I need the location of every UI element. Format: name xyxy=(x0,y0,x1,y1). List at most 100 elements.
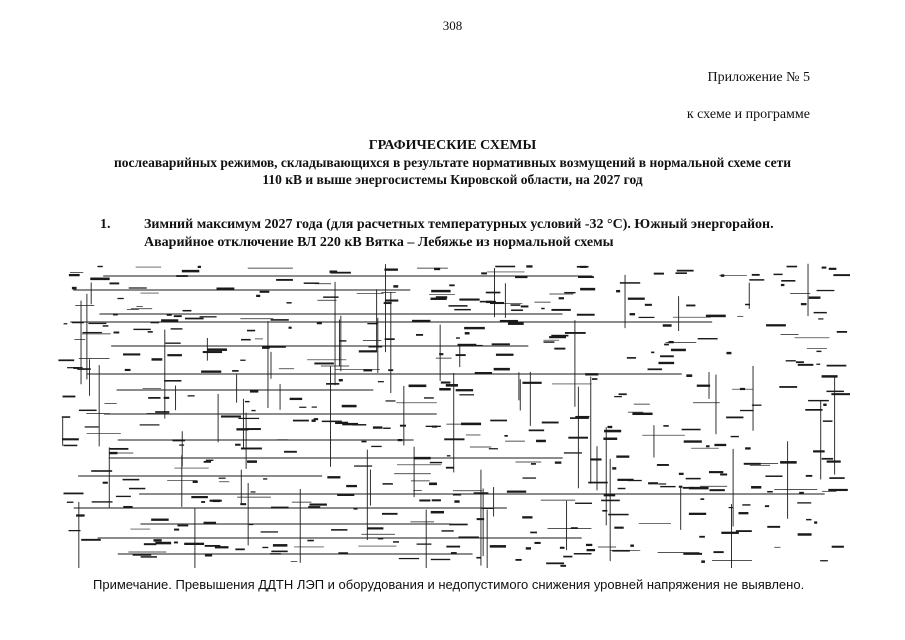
label-mark xyxy=(714,443,727,447)
label-mark xyxy=(541,307,545,310)
label-mark xyxy=(449,523,468,526)
label-mark xyxy=(696,384,711,387)
label-mark xyxy=(151,518,169,521)
label-mark xyxy=(656,463,669,466)
label-mark xyxy=(388,369,394,372)
label-mark xyxy=(720,274,725,277)
label-mark xyxy=(626,357,637,359)
label-mark xyxy=(559,546,565,549)
label-mark xyxy=(63,323,68,325)
label-mark xyxy=(551,334,569,337)
label-mark xyxy=(429,461,443,464)
label-mark xyxy=(614,526,624,529)
label-mark xyxy=(742,504,751,506)
label-mark xyxy=(822,420,833,422)
label-mark xyxy=(288,326,292,329)
label-mark xyxy=(91,470,113,472)
label-mark xyxy=(522,381,542,384)
label-mark xyxy=(326,383,340,385)
label-mark xyxy=(172,439,186,442)
label-mark xyxy=(430,558,451,561)
label-mark xyxy=(452,493,462,496)
label-mark xyxy=(197,265,201,269)
footnote: Примечание. Превышения ДДТН ЛЭП и оборуд… xyxy=(93,577,805,592)
label-mark xyxy=(619,282,641,284)
label-mark xyxy=(68,273,80,277)
label-mark xyxy=(699,535,705,538)
label-mark xyxy=(816,350,822,353)
label-mark xyxy=(240,503,247,506)
label-mark xyxy=(423,397,434,399)
power-grid-scheme xyxy=(58,263,850,568)
label-mark xyxy=(470,344,483,347)
label-mark xyxy=(709,489,725,492)
label-mark xyxy=(568,436,588,439)
label-mark xyxy=(337,494,355,496)
label-mark xyxy=(767,490,773,493)
label-mark xyxy=(338,378,343,382)
label-mark xyxy=(745,447,751,450)
label-mark xyxy=(358,350,377,353)
label-mark xyxy=(560,564,567,567)
label-mark xyxy=(150,321,160,324)
label-mark xyxy=(675,272,687,274)
label-mark xyxy=(534,541,541,544)
label-mark xyxy=(530,463,536,465)
label-mark xyxy=(263,478,268,480)
label-mark xyxy=(284,450,297,453)
label-mark xyxy=(683,552,703,555)
label-mark xyxy=(78,409,97,412)
label-mark xyxy=(270,506,289,509)
label-mark xyxy=(368,346,383,348)
label-mark xyxy=(800,303,807,306)
label-mark xyxy=(726,351,732,355)
label-mark xyxy=(232,370,239,372)
label-mark xyxy=(272,544,288,547)
label-mark xyxy=(797,533,812,536)
label-mark xyxy=(663,425,669,427)
label-mark xyxy=(455,354,466,357)
label-mark xyxy=(700,498,705,500)
label-mark xyxy=(570,527,578,529)
label-mark xyxy=(576,265,589,268)
label-mark xyxy=(682,486,695,489)
label-mark xyxy=(697,338,718,340)
label-mark xyxy=(251,409,256,412)
label-mark xyxy=(240,359,246,361)
label-mark xyxy=(431,425,438,428)
label-mark xyxy=(439,387,451,391)
label-mark xyxy=(434,267,441,271)
label-mark xyxy=(575,502,593,504)
label-mark xyxy=(371,445,382,448)
label-mark xyxy=(201,370,222,373)
label-mark xyxy=(785,360,796,362)
label-mark xyxy=(618,393,627,396)
label-mark xyxy=(321,420,342,423)
label-mark xyxy=(413,456,431,460)
label-mark xyxy=(473,492,489,495)
label-mark xyxy=(311,406,317,408)
label-mark xyxy=(435,296,448,299)
label-mark xyxy=(456,337,460,339)
label-mark xyxy=(292,419,309,422)
label-mark xyxy=(416,333,424,336)
label-mark xyxy=(448,305,468,307)
label-mark xyxy=(603,494,616,497)
label-mark xyxy=(607,425,613,429)
label-mark xyxy=(412,319,431,323)
label-mark xyxy=(166,314,172,316)
label-mark xyxy=(590,458,602,461)
label-mark xyxy=(549,336,567,339)
label-mark xyxy=(170,328,183,330)
label-mark xyxy=(307,539,314,542)
label-mark xyxy=(660,485,676,488)
label-mark xyxy=(245,428,261,431)
label-mark xyxy=(826,364,847,367)
label-mark xyxy=(259,290,270,293)
label-mark xyxy=(558,297,565,300)
label-mark xyxy=(728,507,734,509)
label-mark xyxy=(455,389,474,392)
label-mark xyxy=(286,302,292,304)
label-mark xyxy=(90,277,110,281)
label-mark xyxy=(773,273,783,276)
